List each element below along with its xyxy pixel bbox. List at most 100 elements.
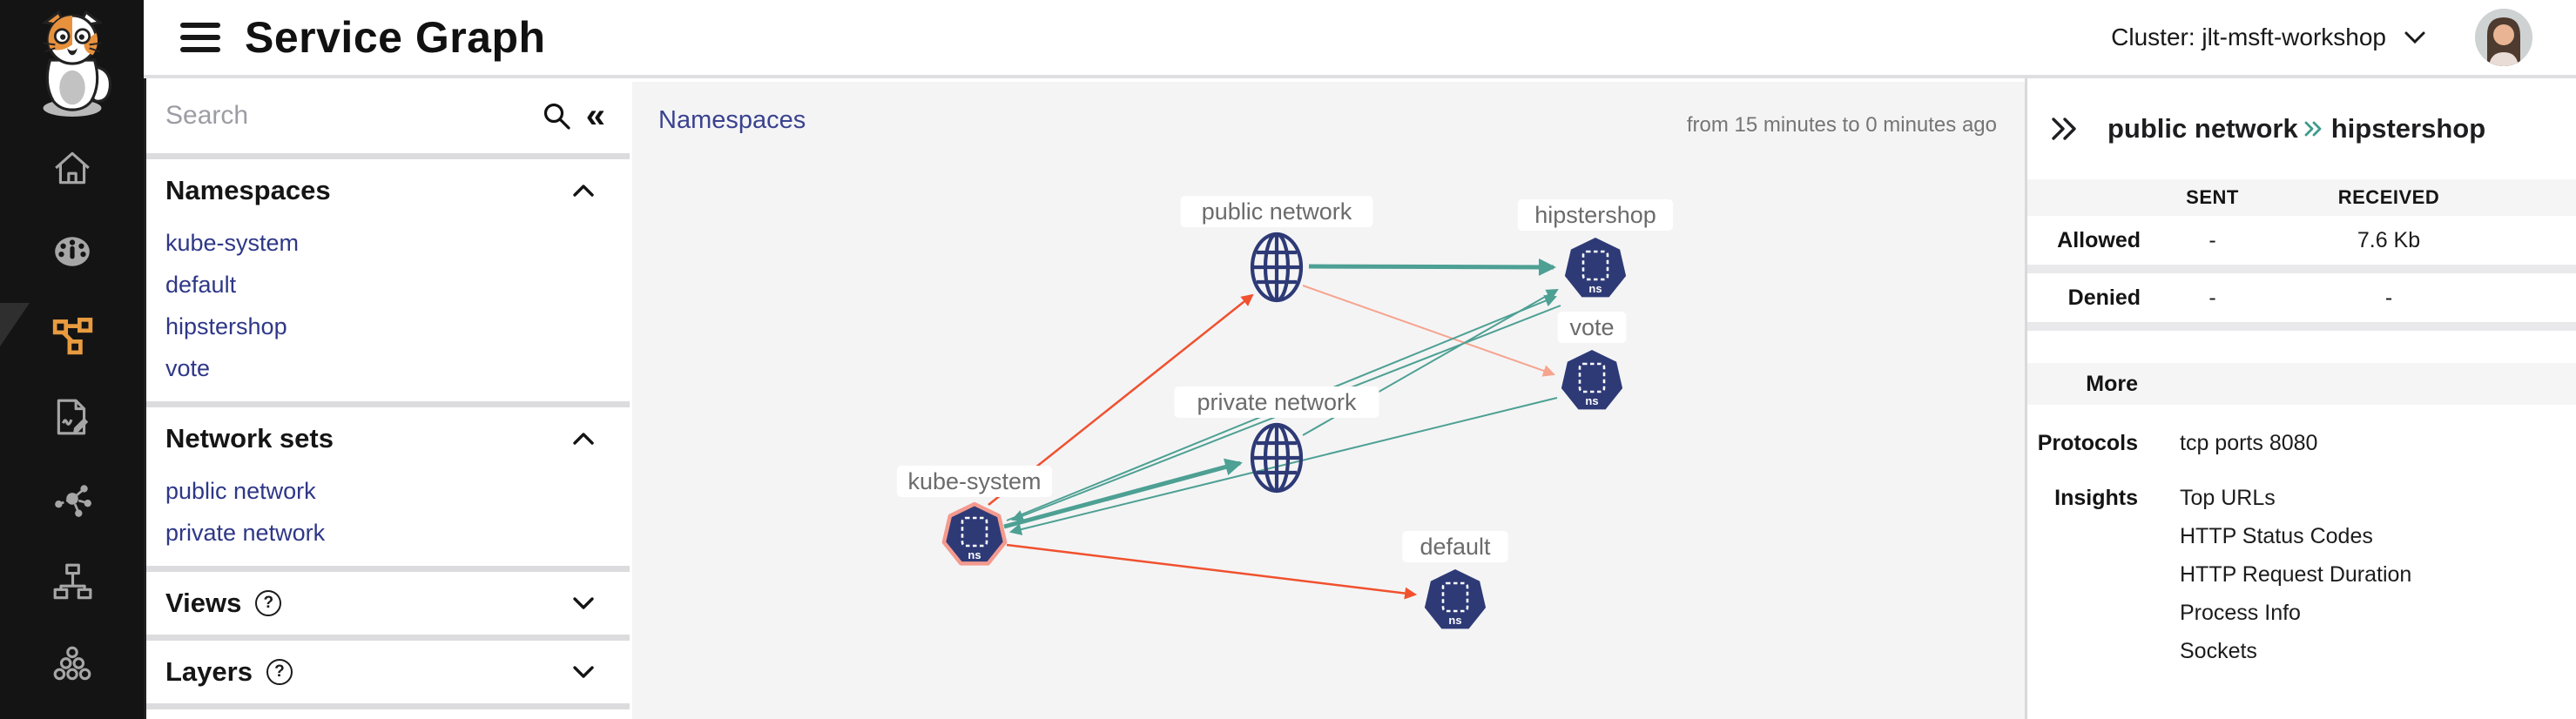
section-header-views[interactable]: Views? bbox=[146, 572, 630, 635]
node-label[interactable]: kube-system bbox=[907, 468, 1041, 494]
time-range-label: from 15 minutes to 0 minutes ago bbox=[1686, 113, 1997, 137]
protocols-value: tcp ports 8080 bbox=[2180, 431, 2318, 455]
node-label[interactable]: private network bbox=[1197, 389, 1357, 415]
home-icon[interactable] bbox=[50, 146, 95, 192]
collapse-panel-icon[interactable] bbox=[2050, 116, 2080, 142]
section-label: Namespaces bbox=[165, 175, 331, 205]
section-header-network-sets[interactable]: Network sets bbox=[146, 407, 630, 470]
help-icon[interactable]: ? bbox=[266, 659, 293, 685]
more-section-header: More bbox=[2027, 363, 2576, 405]
allowed-sent-value: - bbox=[2208, 227, 2216, 252]
user-avatar[interactable] bbox=[2475, 9, 2532, 66]
section-label: Views bbox=[165, 588, 242, 618]
section-label: Layers bbox=[165, 656, 253, 687]
search-icon[interactable] bbox=[541, 100, 572, 131]
more-label: More bbox=[2086, 371, 2138, 396]
cluster-label: Cluster: jlt-msft-workshop bbox=[2111, 24, 2386, 50]
canvas-title: Namespaces bbox=[658, 106, 806, 134]
hamburger-menu-icon[interactable] bbox=[180, 23, 220, 52]
section-header-namespaces[interactable]: Namespaces bbox=[146, 159, 630, 222]
top-header: Service Graph Cluster: jlt-msft-workshop bbox=[144, 0, 2576, 78]
sidebar-item-hipstershop[interactable]: hipstershop bbox=[165, 312, 287, 339]
edge-vote-to-kube-system[interactable] bbox=[1008, 397, 1558, 535]
insights-label: Insights bbox=[2054, 486, 2138, 510]
sidebar-item-public-network[interactable]: public network bbox=[165, 477, 316, 504]
service-graph-icon[interactable] bbox=[50, 312, 95, 357]
node-label-chip bbox=[1402, 531, 1508, 562]
sidebar-section-namespaces: Namespaces kube-system default hipstershop v… bbox=[146, 159, 630, 401]
chevron-up-icon bbox=[572, 432, 595, 446]
node-label[interactable]: vote bbox=[1569, 314, 1614, 340]
breadcrumb-target[interactable]: hipstershop bbox=[2330, 113, 2486, 144]
table-row-allowed: Allowed - 7.6 Kb bbox=[2027, 216, 2576, 273]
insight-link[interactable]: Sockets bbox=[2180, 639, 2257, 663]
insight-link[interactable]: Process Info bbox=[2180, 601, 2301, 625]
namespace-heptagon-icon bbox=[1564, 238, 1627, 298]
graph-node-kube-system[interactable]: ns kube-system bbox=[896, 466, 1053, 566]
node-label-chip bbox=[1517, 199, 1674, 231]
section-label: Network sets bbox=[165, 423, 334, 454]
chevron-down-icon bbox=[2404, 31, 2425, 44]
node-label-chip bbox=[896, 466, 1053, 497]
ns-badge: ns bbox=[1448, 614, 1461, 627]
cluster-selector[interactable]: Cluster: jlt-msft-workshop bbox=[2111, 24, 2426, 51]
ns-badge: ns bbox=[968, 548, 981, 561]
graph-node-public-network[interactable]: public network bbox=[1180, 196, 1373, 303]
policies-icon[interactable] bbox=[50, 394, 95, 440]
chevron-up-icon bbox=[572, 184, 595, 198]
graph-node-private-network[interactable]: private network bbox=[1174, 386, 1379, 494]
insight-link[interactable]: HTTP Status Codes bbox=[2180, 524, 2373, 548]
node-label[interactable]: hipstershop bbox=[1534, 202, 1656, 228]
details-header: public network hipstershop bbox=[2027, 78, 2576, 179]
denied-sent-value: - bbox=[2208, 285, 2216, 310]
edge-kube-system-to-default[interactable] bbox=[1006, 543, 1418, 600]
edge-public-network-to-vote[interactable] bbox=[1302, 285, 1555, 377]
service-graph-svg[interactable]: public network ns hipstershop ns vote private… bbox=[632, 82, 2025, 719]
cluster-nodes-icon[interactable] bbox=[50, 642, 95, 688]
sidebar-section-views: Views? bbox=[146, 572, 630, 635]
denied-received-value: - bbox=[2384, 285, 2393, 310]
traffic-table: SENT RECEIVED Allowed - 7.6 Kb Denied - … bbox=[2027, 179, 2576, 331]
node-label-chip bbox=[1174, 386, 1379, 418]
page-title: Service Graph bbox=[245, 13, 546, 62]
namespace-heptagon-icon bbox=[1424, 569, 1487, 629]
details-panel: public network hipstershop SENT RECEIVED… bbox=[2025, 78, 2576, 719]
network-flows-icon[interactable] bbox=[50, 477, 95, 522]
sidebar: « Namespaces kube-system default hipstersho… bbox=[144, 78, 630, 719]
sidebar-section-network-sets: Network sets public network private networ… bbox=[146, 407, 630, 566]
breadcrumb-source[interactable]: public network bbox=[2107, 113, 2298, 144]
graph-node-hipstershop[interactable]: ns hipstershop bbox=[1517, 199, 1674, 298]
search-input[interactable] bbox=[165, 101, 541, 131]
dashboard-icon[interactable] bbox=[50, 229, 95, 274]
chevron-down-icon bbox=[572, 665, 595, 679]
ns-badge: ns bbox=[1585, 394, 1598, 407]
graph-node-default[interactable]: ns default bbox=[1402, 531, 1508, 629]
sidebar-item-kube-system[interactable]: kube-system bbox=[165, 229, 300, 256]
ns-badge: ns bbox=[1588, 282, 1602, 295]
node-label[interactable]: default bbox=[1419, 534, 1491, 560]
node-label[interactable]: public network bbox=[1202, 198, 1352, 225]
hierarchy-icon[interactable] bbox=[50, 560, 95, 605]
graph-canvas[interactable]: public network ns hipstershop ns vote private… bbox=[632, 82, 2025, 719]
insight-link[interactable]: HTTP Request Duration bbox=[2180, 562, 2412, 587]
calico-cat-logo bbox=[41, 10, 112, 117]
globe-icon bbox=[1250, 422, 1304, 494]
sidebar-section-layers: Layers? bbox=[146, 641, 630, 703]
graph-node-vote[interactable]: ns vote bbox=[1557, 312, 1627, 410]
collapse-sidebar-icon[interactable]: « bbox=[585, 97, 605, 135]
edge-public-network-to-hipstershop[interactable] bbox=[1308, 258, 1556, 276]
edge-kube-system-to-private-network[interactable] bbox=[1003, 458, 1243, 529]
sidebar-empty-section bbox=[146, 709, 630, 719]
sidebar-item-default[interactable]: default bbox=[165, 271, 237, 298]
help-icon[interactable]: ? bbox=[255, 590, 282, 616]
chevron-down-icon bbox=[572, 596, 595, 610]
graph-nodes: public network ns hipstershop ns vote private… bbox=[896, 196, 1674, 629]
column-header-sent: SENT bbox=[2186, 186, 2239, 208]
sidebar-item-private-network[interactable]: private network bbox=[165, 519, 326, 546]
insight-link[interactable]: Top URLs bbox=[2180, 486, 2276, 510]
sidebar-item-vote[interactable]: vote bbox=[165, 354, 211, 381]
node-label-chip bbox=[1557, 312, 1627, 343]
section-header-layers[interactable]: Layers? bbox=[146, 641, 630, 703]
